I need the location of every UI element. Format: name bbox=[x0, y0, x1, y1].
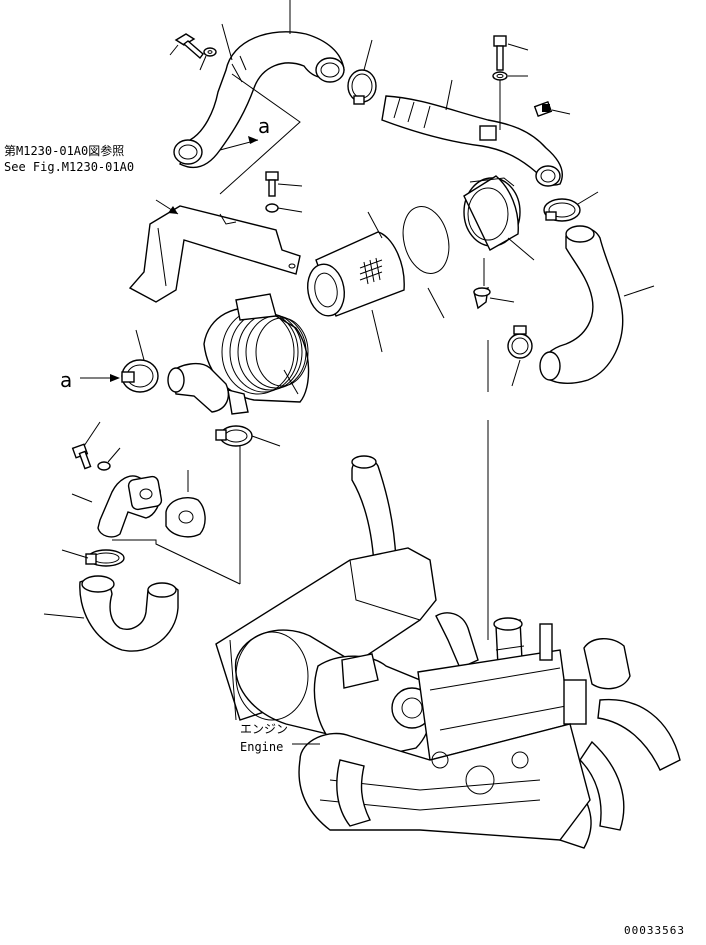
hose-clamp-lower bbox=[215, 425, 281, 584]
hose-clamp-left bbox=[121, 329, 159, 393]
hose-clamp-mid-right bbox=[487, 325, 533, 392]
callout-a-top: a bbox=[258, 114, 271, 138]
air-cleaner-body bbox=[167, 293, 310, 415]
bolt-bracket bbox=[265, 171, 303, 197]
hose-clamp-right bbox=[543, 191, 599, 222]
engine-label-jp: エンジン bbox=[240, 722, 289, 736]
washer-top-left bbox=[199, 47, 217, 71]
air-filter-element bbox=[307, 211, 405, 353]
reference-note-en: See Fig.M1230-01A0 bbox=[4, 160, 135, 174]
intake-hose-long bbox=[381, 79, 564, 187]
bolt-top-left bbox=[169, 33, 204, 60]
intake-elbow bbox=[71, 475, 163, 538]
engine-assembly bbox=[215, 455, 681, 849]
seal-ring bbox=[402, 206, 450, 319]
hose-clamp-bottom-left bbox=[61, 549, 125, 567]
callout-a-left: a bbox=[60, 368, 73, 392]
reference-note-jp: 第M1230-01A0図参照 bbox=[4, 144, 125, 158]
document-number: 00033563 bbox=[624, 924, 685, 937]
gasket bbox=[165, 470, 206, 538]
air-cleaner-bracket bbox=[128, 205, 301, 303]
intake-elbow-hose-upper bbox=[173, 0, 345, 169]
u-hose bbox=[43, 575, 179, 652]
hose-clamp-top bbox=[347, 39, 377, 105]
washer-top-right bbox=[492, 71, 528, 130]
air-cleaner-cap bbox=[463, 175, 535, 261]
bolt-top-right bbox=[493, 35, 529, 71]
engine-label-en: Engine bbox=[240, 740, 284, 754]
intake-hose-right bbox=[539, 225, 655, 384]
evacuator-valve bbox=[473, 258, 515, 310]
bolt-lower-left bbox=[71, 421, 101, 470]
washer-bracket bbox=[265, 203, 303, 213]
sensor-fitting bbox=[533, 101, 571, 117]
washer-lower-left bbox=[97, 447, 121, 471]
